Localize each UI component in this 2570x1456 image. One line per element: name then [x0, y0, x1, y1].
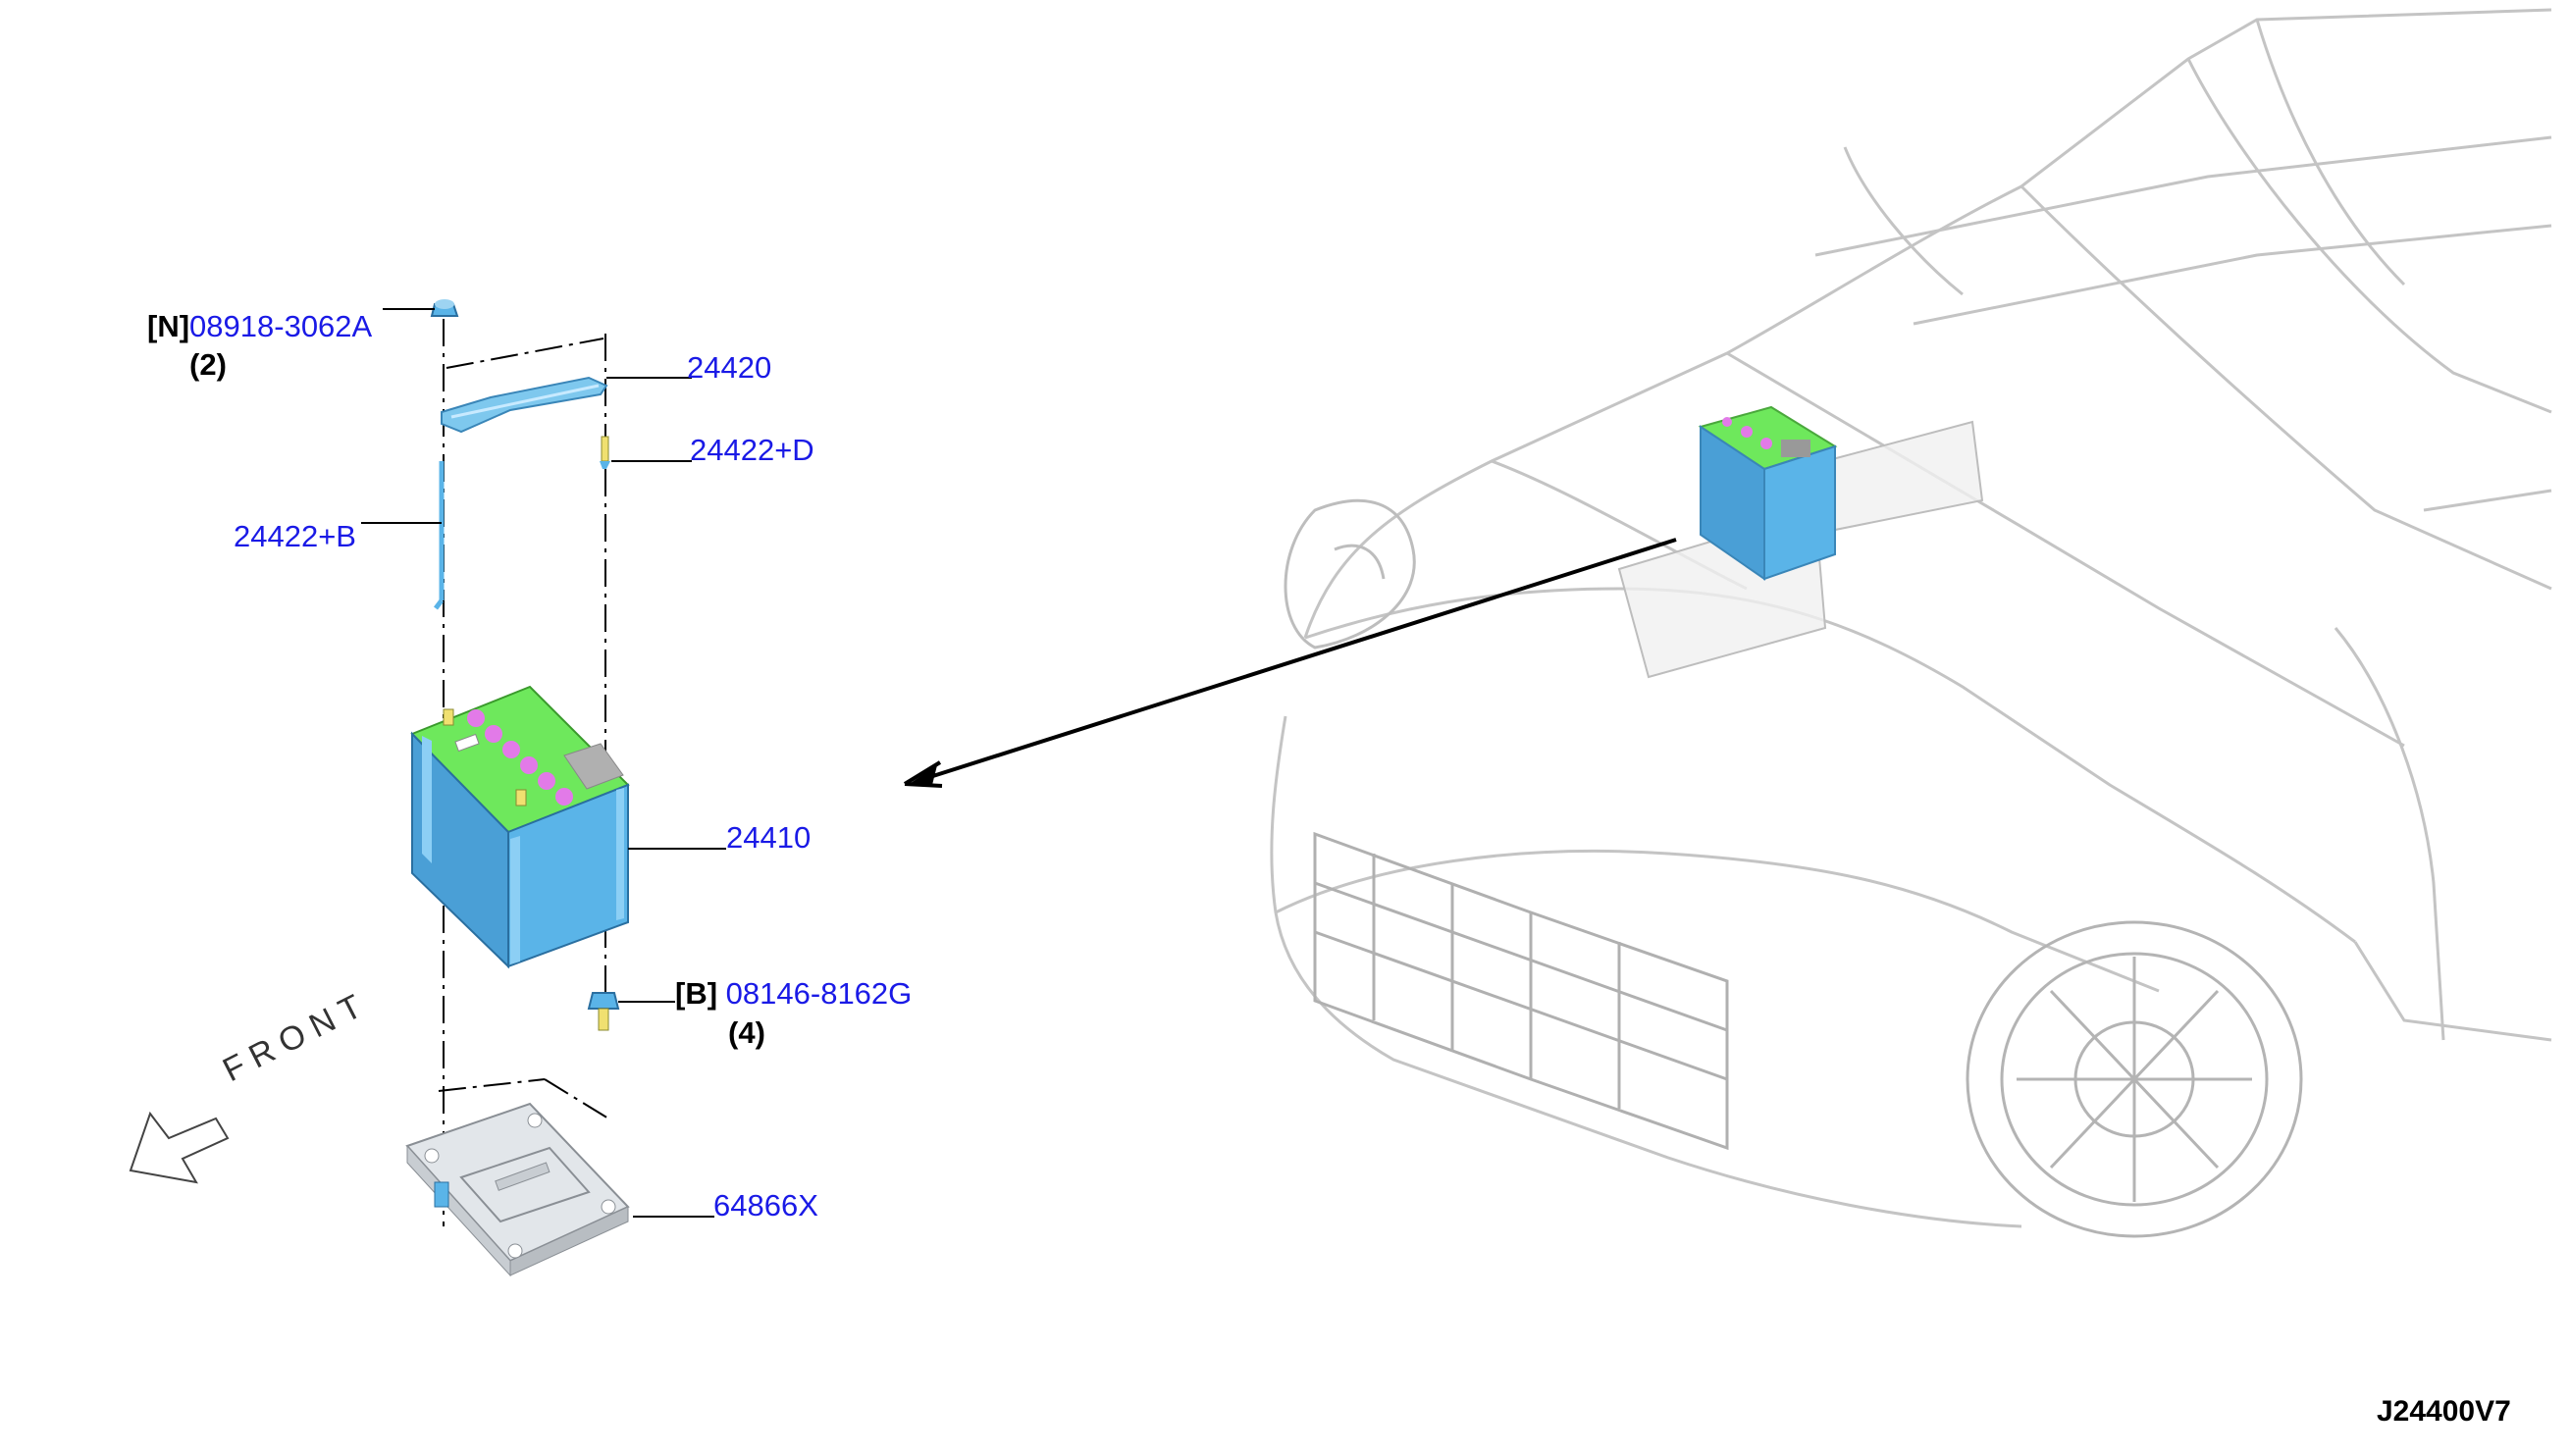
nut-prefix: [N]	[147, 309, 190, 343]
rod-b-part	[434, 461, 445, 610]
bolt-part-number[interactable]: 08146-8162G	[725, 976, 913, 1011]
leader-lines	[361, 308, 726, 1218]
bolt-part	[587, 992, 620, 1031]
car-outline	[1270, 8, 2552, 1228]
car-wheel	[1966, 920, 2303, 1238]
diagram-code: J24400V7	[2377, 1395, 2511, 1428]
bolt-callout: [B] 08146-8162G	[675, 977, 912, 1011]
bolt-quantity: (4)	[728, 1015, 765, 1050]
bolt-prefix: [B]	[675, 976, 718, 1011]
car-grille	[1313, 831, 1729, 1151]
front-arrow-icon	[129, 1111, 230, 1184]
rod-d-part-number[interactable]: 24422+D	[690, 433, 814, 467]
frame-part-number[interactable]: 24420	[687, 350, 772, 385]
frame-part	[441, 376, 608, 434]
tray-part-number[interactable]: 64866X	[713, 1188, 818, 1222]
nut-callout: [N]08918-3062A	[147, 310, 372, 343]
rod-d-part	[600, 436, 610, 469]
car-battery	[1698, 405, 1838, 581]
nut-part	[430, 299, 459, 317]
nut-part-number[interactable]: 08918-3062A	[189, 309, 373, 343]
battery-part	[410, 685, 630, 969]
car-headlight	[1284, 498, 1416, 650]
pointer-arrow	[903, 538, 1677, 788]
battery-part-number[interactable]: 24410	[726, 820, 812, 855]
tray-part	[405, 1102, 630, 1277]
nut-quantity: (2)	[189, 347, 227, 382]
rod-b-part-number[interactable]: 24422+B	[234, 519, 356, 553]
